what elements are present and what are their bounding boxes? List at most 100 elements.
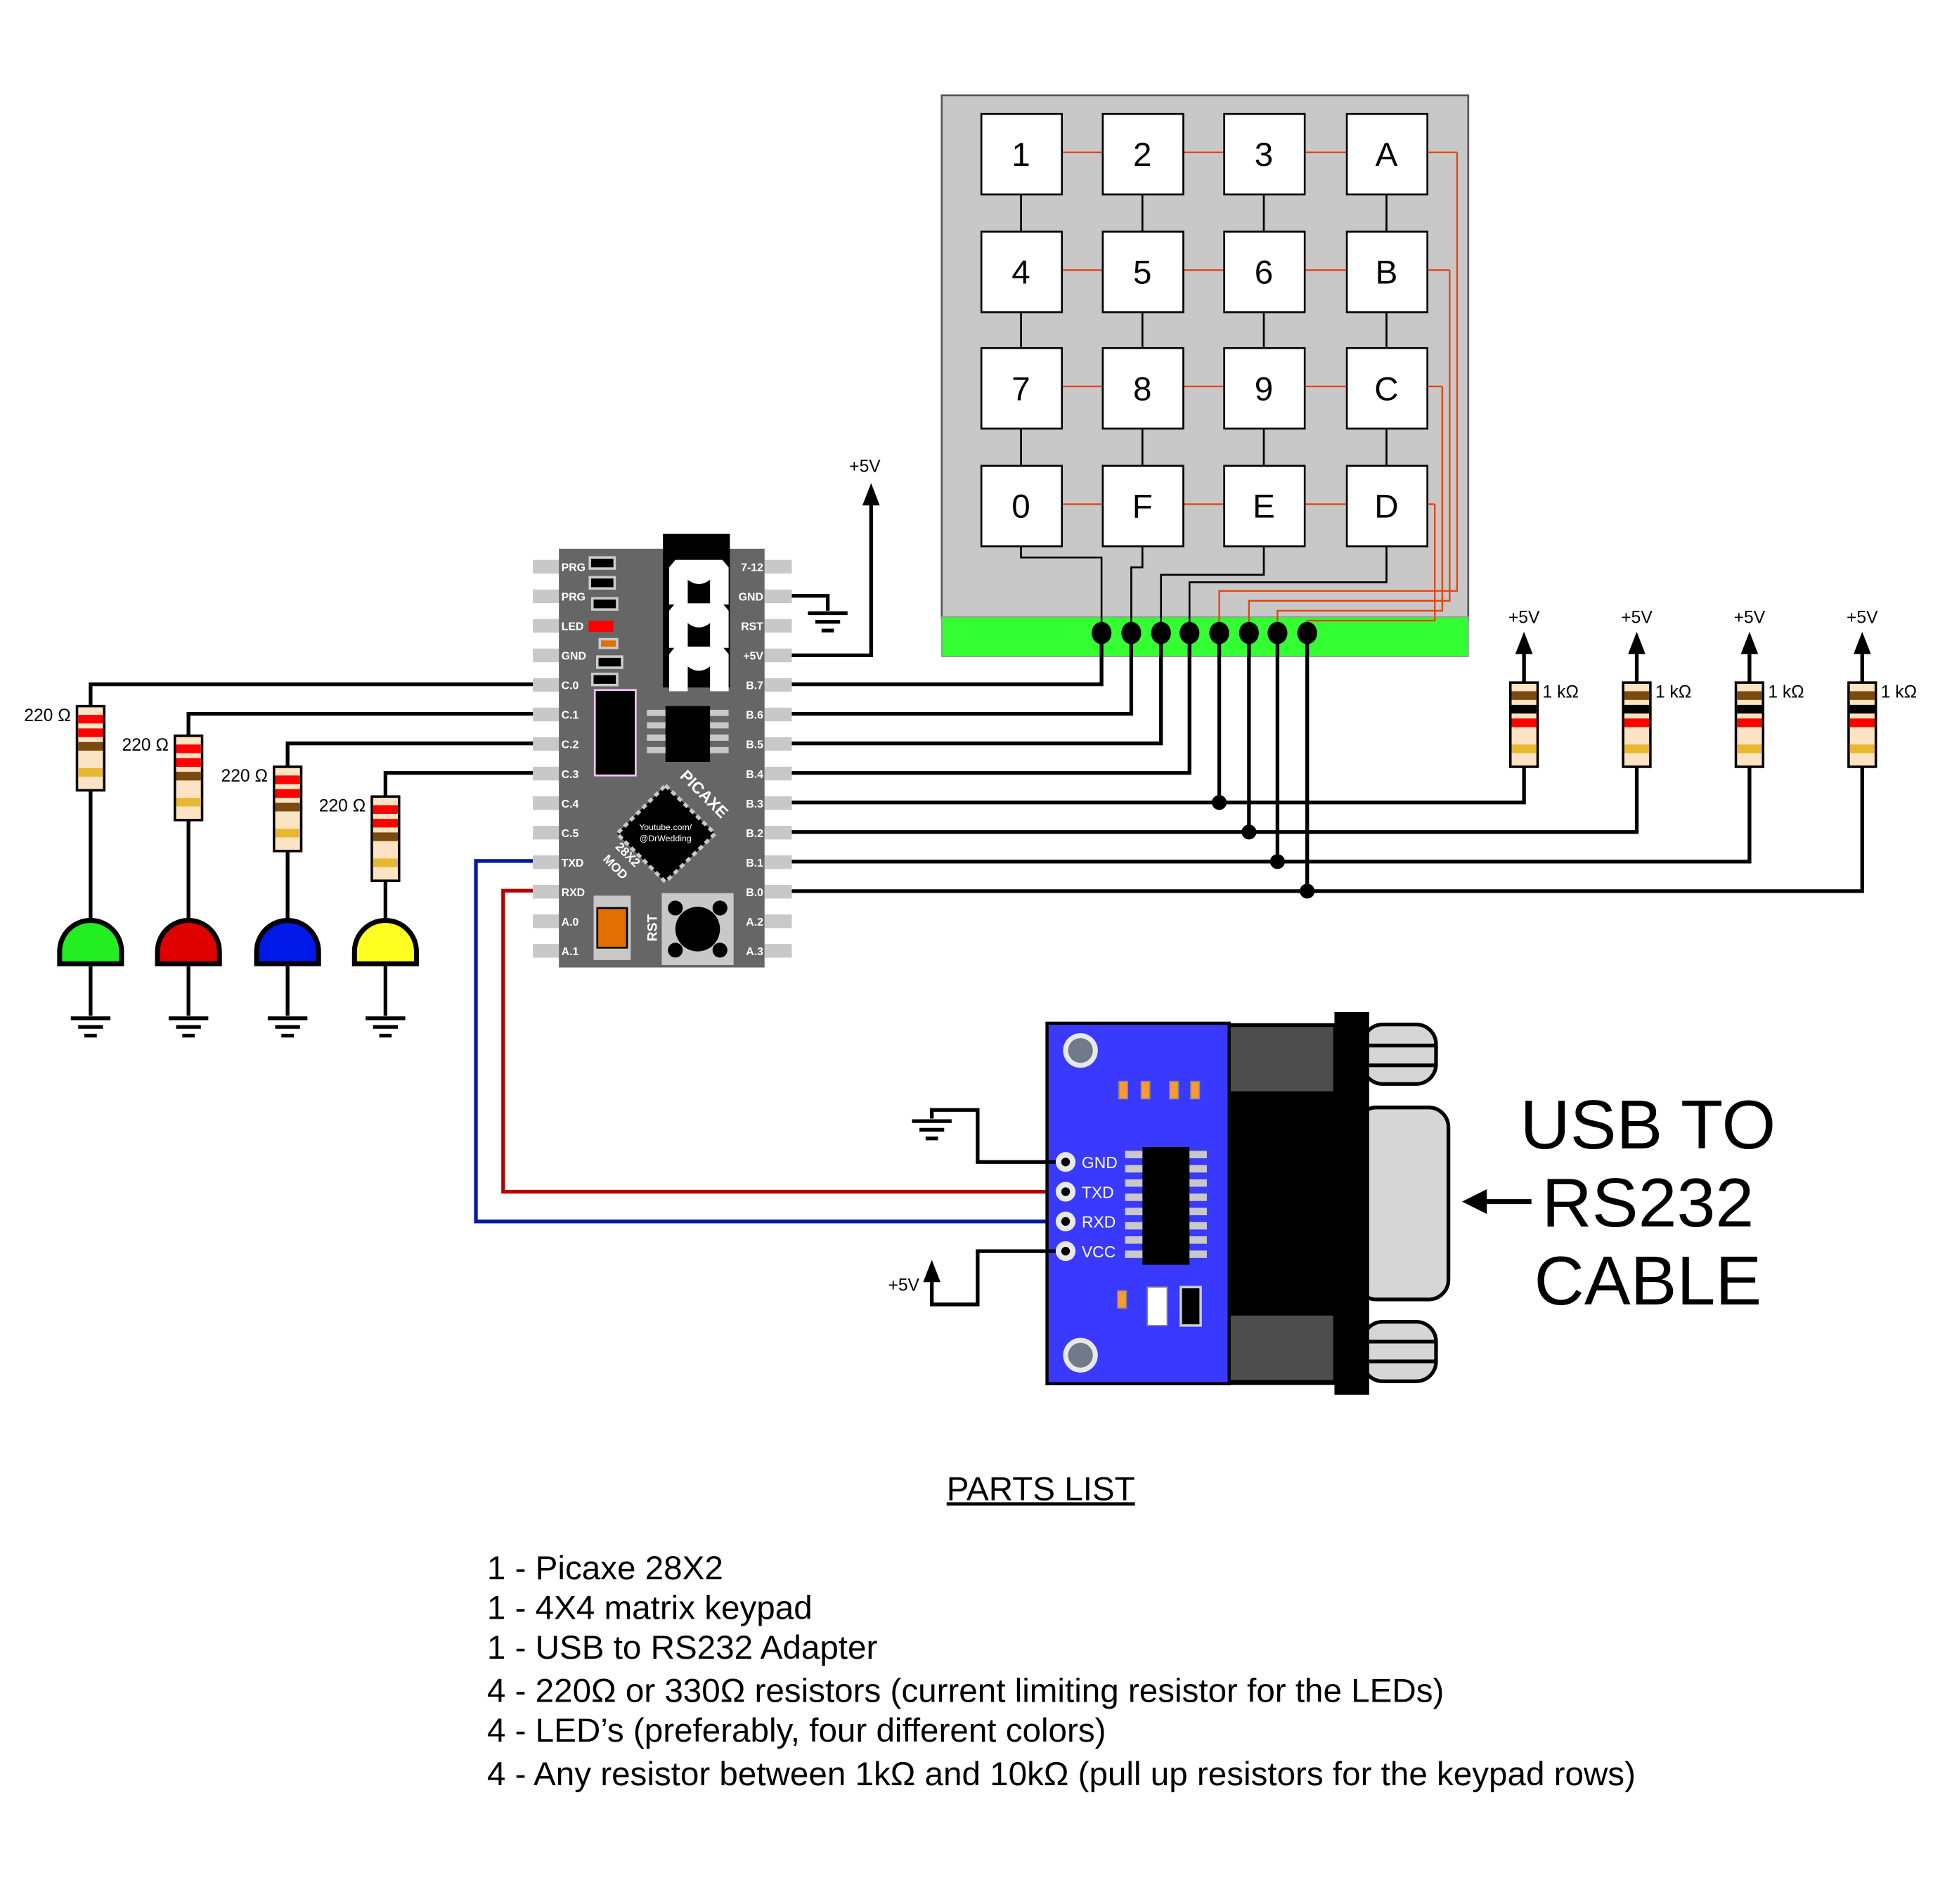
resistor-value: 1 kΩ [1881,682,1917,701]
smd-component [598,637,619,649]
resistor-band [373,805,399,814]
supply-label: +5V [1734,609,1766,628]
adapter-pin-vcc: VCC [1055,1241,1116,1262]
resistor-band [1737,744,1762,753]
keypad-key-5[interactable]: 5 [1101,231,1184,313]
board-pin-right [764,825,792,840]
keypad-key-0[interactable]: 0 [980,465,1064,548]
txd-wire [474,859,1066,1224]
resistor-band [1849,718,1875,727]
reset-button[interactable] [661,893,734,966]
key-label: 7 [1011,370,1030,408]
callout-text: RS232 [1542,1164,1754,1241]
board-pin-left [533,885,560,899]
keypad-key-C[interactable]: C [1345,347,1428,430]
chip-leg [1189,1179,1207,1187]
smd-capacitor [1140,1080,1151,1100]
resistor [370,795,401,882]
key-label: 8 [1133,370,1151,408]
resistor-value: 220 Ω [221,767,268,786]
board-pin-right [764,648,792,663]
keypad-key-1[interactable]: 1 [980,112,1064,196]
parts-list-item: 1 - Picaxe 28X2 [487,1550,723,1587]
arrow-up-icon [1853,631,1871,654]
keypad-key-9[interactable]: 9 [1223,347,1306,430]
column-wire [1188,546,1388,633]
keypad-key-3[interactable]: 3 [1223,112,1306,196]
key-face [1223,347,1306,430]
keypad-key-B[interactable]: B [1345,231,1428,313]
board-pin-left [533,589,560,604]
chip-leg [1125,1222,1143,1230]
keypad-line-wire [790,633,1104,687]
keypad-key-6[interactable]: 6 [1223,231,1306,313]
mount-hole-center [1068,1037,1093,1063]
keypad-key-2[interactable]: 2 [1101,112,1184,196]
key-face [980,231,1064,313]
key-label: C [1374,370,1398,408]
board-pin-right [764,914,792,928]
key-label: E [1253,488,1275,526]
keypad-line-wire [790,633,1134,716]
pin-label-right: B.5 [746,739,763,751]
ground-icon [267,1016,308,1038]
column-wire [1020,546,1103,633]
pin-label-left: C.3 [562,769,579,781]
keypad-key-E[interactable]: E [1223,465,1306,548]
pin-label-left: C.1 [562,710,579,722]
pin-hole [1061,1246,1071,1256]
reset-button-foot [668,900,683,916]
chip-leg [710,746,729,753]
supply-label: +5V [1621,609,1653,628]
resistor-value: 1 kΩ [1768,682,1804,701]
pin-label-left: PRG [562,562,586,574]
arrow-up-icon [1515,631,1533,654]
arrow-up-icon [1740,631,1759,654]
supply-label: +5V [1847,609,1878,628]
board-pin-left [533,796,560,810]
led-wire [285,741,534,768]
resistor-value: 1 kΩ [1543,682,1579,701]
keypad-key-4[interactable]: 4 [980,231,1064,313]
parts-list-item: 4 - Any resistor between 1kΩ and 10kΩ (p… [487,1756,1636,1793]
keypad-line-wire [790,633,1191,775]
resistor-band [1737,704,1762,714]
keypad-key-A[interactable]: A [1345,112,1428,196]
parts-list-item: 1 - USB to RS232 Adapter [487,1629,878,1666]
resistor-value: 220 Ω [319,796,366,815]
keypad-key-8[interactable]: 8 [1101,347,1184,430]
pin-label-right: B.6 [746,710,763,722]
resistor [1622,681,1652,768]
ground-icon [366,1016,406,1038]
mount-hole-center [1068,1342,1093,1368]
arrow-up-icon [862,483,880,506]
resistor-band [275,803,300,812]
key-face [1223,465,1306,548]
chip-leg [1189,1222,1207,1230]
key-label: F [1132,488,1153,526]
keypad-key-F[interactable]: F [1101,465,1184,548]
key-face [1101,347,1184,430]
keypad-key-7[interactable]: 7 [980,347,1064,430]
chip-leg [647,746,666,753]
key-label: 9 [1255,370,1273,408]
chip-leg [1189,1236,1207,1244]
converter-chip [1142,1147,1190,1265]
callout-text: USB TO [1520,1086,1776,1163]
keypad-key-D[interactable]: D [1345,465,1428,548]
resistor-band [1849,691,1875,700]
pin-label-left: C.2 [562,739,579,751]
resistor [75,704,106,792]
key-face [980,465,1064,548]
vcc-wire [930,1249,1066,1307]
pin-label: RXD [1082,1213,1116,1231]
resistor [1508,681,1539,768]
key-face [1345,112,1428,196]
pin-hole [1061,1158,1071,1167]
pin-label-right: RST [741,621,763,633]
connector-flange [1334,1011,1369,1395]
chip-leg [710,722,729,729]
chip-leg [1189,1207,1207,1216]
chip-leg [1189,1165,1207,1173]
